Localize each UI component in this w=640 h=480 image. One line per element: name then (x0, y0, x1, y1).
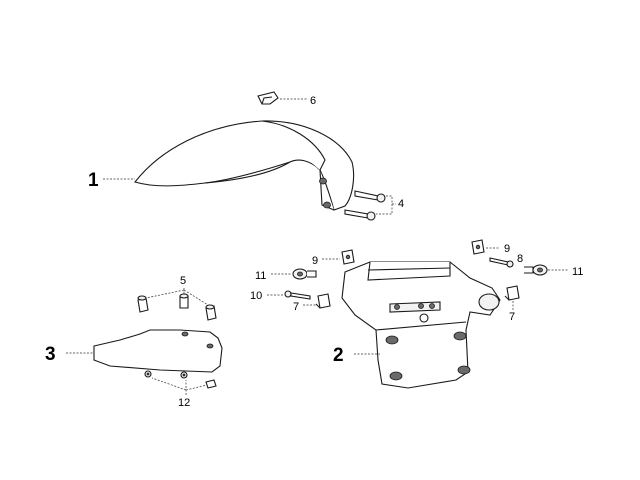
bracket-part-7-right (504, 285, 520, 301)
callout-8: 8 (517, 253, 523, 265)
callout-2: 2 (333, 345, 344, 366)
callout-5: 5 (180, 275, 186, 287)
callout-6: 6 (310, 95, 316, 107)
clip-part-6 (257, 91, 279, 105)
callout-11-right: 11 (572, 266, 583, 278)
fasteners-part-12 (144, 370, 217, 389)
nut-part-9-left (341, 249, 355, 265)
grommet-part-11-right (524, 264, 548, 276)
callout-10: 10 (250, 290, 262, 302)
callout-9-left: 9 (312, 255, 318, 267)
callout-1: 1 (88, 170, 99, 191)
callout-3: 3 (45, 344, 56, 365)
bolt-part-10 (284, 290, 311, 300)
screw-part-8 (489, 257, 514, 268)
front-fender-part (134, 120, 355, 211)
callout-11-left: 11 (255, 270, 266, 282)
nut-part-9-right (471, 239, 485, 255)
grommet-part-11-left (292, 268, 317, 280)
leader-12 (151, 377, 208, 395)
rear-hugger-part (341, 261, 501, 389)
callout-4: 4 (398, 198, 404, 210)
leader-4 (376, 195, 396, 215)
callout-9-right: 9 (504, 243, 510, 255)
callout-7-left: 7 (293, 301, 299, 313)
callout-7-right: 7 (509, 311, 515, 323)
fasteners-part-5 (137, 293, 217, 321)
screws-part-4 (344, 190, 386, 221)
bracket-part-7-left (315, 293, 331, 309)
leader-5 (145, 288, 209, 306)
callout-12: 12 (178, 397, 190, 409)
splash-guard-part (93, 329, 223, 373)
